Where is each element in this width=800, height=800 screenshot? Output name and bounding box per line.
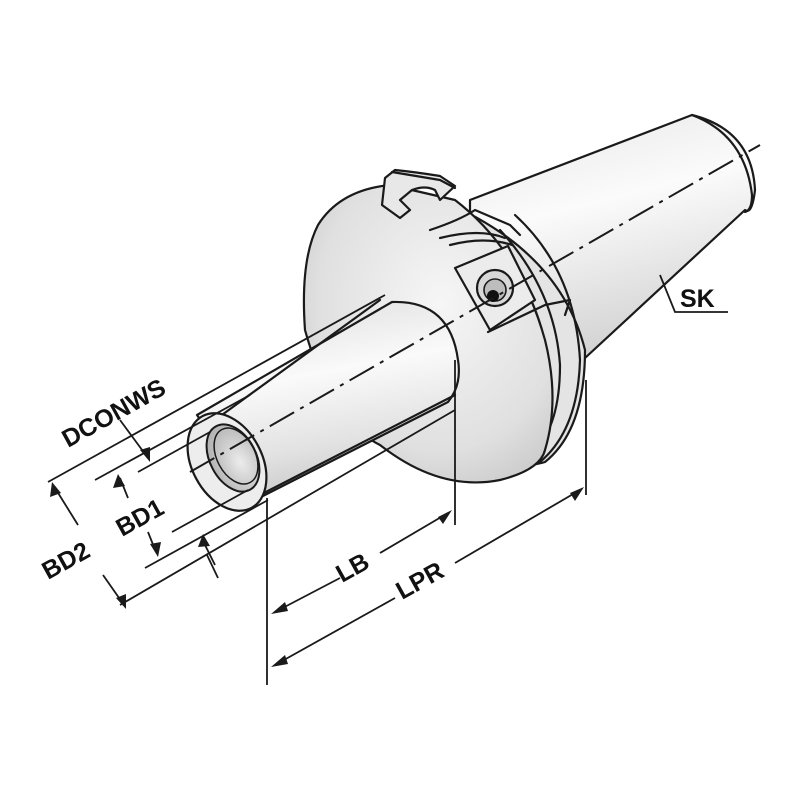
label-lpr: LPR [391,557,448,606]
sk-leader [659,274,728,313]
orientation-block [453,244,572,334]
shaft-front-face [186,412,268,512]
lb-dimension [271,510,452,614]
label-bd1: BD1 [111,493,168,542]
bd2-dimension [50,482,126,609]
bd1-dimension [113,474,161,557]
diameter-extension-lines [47,294,456,606]
center-axis [189,144,761,473]
length-extension-lines [266,360,587,685]
label-sk: SK [680,285,715,313]
label-bd2: BD2 [37,537,94,586]
dconws-dimension [119,419,219,579]
lpr-dimension [271,487,584,667]
drive-slot-top [380,168,522,247]
label-dconws: DCONWS [57,374,170,454]
label-lb: LB [331,548,374,589]
